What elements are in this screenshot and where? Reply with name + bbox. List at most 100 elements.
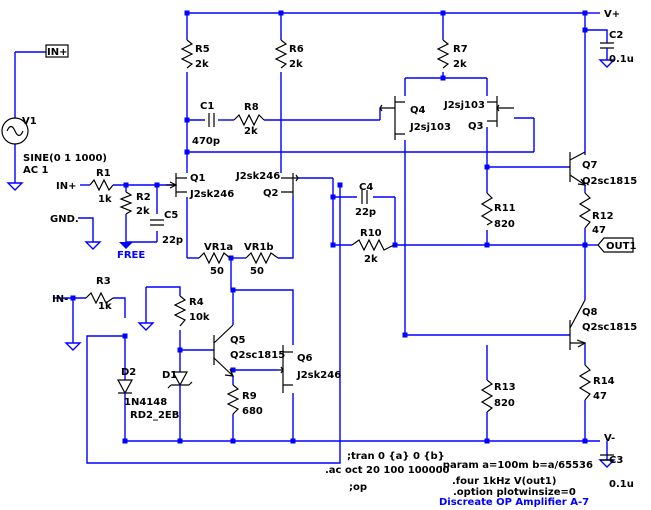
junction-dot xyxy=(228,255,234,261)
C1-label: C1 xyxy=(200,101,214,112)
schematic-title: Discreate OP Amplifier A-7 xyxy=(439,497,589,508)
R3-value: 1k xyxy=(98,301,112,312)
directive-tran: ;tran 0 {a} 0 {b} xyxy=(347,451,445,462)
R14-body xyxy=(578,364,592,401)
Q4-label: Q4 xyxy=(410,105,426,116)
C3-label: C3 xyxy=(609,455,623,466)
R12-label: R12 xyxy=(592,211,614,222)
Q6-model: J2sk246 xyxy=(296,370,341,381)
R5-label: R5 xyxy=(195,44,210,55)
C5-value: 22p xyxy=(162,235,183,246)
VR1b-label: VR1b xyxy=(244,242,274,253)
R14-value: 47 xyxy=(593,391,607,402)
port-vplus: V+ xyxy=(604,9,620,20)
D2-model: 1N4148 xyxy=(124,397,167,408)
Q2-model: J2sk246 xyxy=(235,171,280,182)
Q1-model: J2sk246 xyxy=(189,189,234,200)
Q6-label: Q6 xyxy=(297,353,313,364)
R6-label: R6 xyxy=(289,44,304,55)
junction-dot xyxy=(582,242,588,248)
labels: IN+ IN+ IN- GND. FREE V+ V- OUT1 V1 SINE… xyxy=(22,9,637,508)
junction-dot xyxy=(184,117,190,123)
R11-label: R11 xyxy=(494,203,516,214)
Q2-label: Q2 xyxy=(263,188,279,199)
R1-value: 1k xyxy=(98,194,112,205)
ground-symbols xyxy=(6,59,616,468)
R1-body xyxy=(89,178,114,192)
directive-param: .param a=100m b=a/65536 xyxy=(439,460,593,471)
C5-label: C5 xyxy=(164,210,178,221)
junction-dot xyxy=(177,438,183,444)
C4-label: C4 xyxy=(359,182,373,193)
Q4-model: J2sj103 xyxy=(409,122,451,133)
junction-dots xyxy=(70,10,588,444)
R6-body xyxy=(274,39,288,69)
R9-label: R9 xyxy=(242,391,257,402)
R10-body xyxy=(351,238,395,252)
R10-value: 2k xyxy=(364,254,378,265)
junction-dot xyxy=(278,10,284,16)
Q3-label: Q3 xyxy=(468,121,484,132)
junction-dot xyxy=(330,242,336,248)
junction-dot xyxy=(484,242,490,248)
R4-label: R4 xyxy=(189,297,204,308)
port-out1: OUT1 xyxy=(606,241,636,252)
R10-label: R10 xyxy=(360,228,382,239)
port-vminus: V- xyxy=(604,433,615,444)
R13-label: R13 xyxy=(494,382,516,393)
R9-body xyxy=(226,384,240,415)
R5-body xyxy=(180,39,194,69)
Q1-label: Q1 xyxy=(190,173,206,184)
R13-value: 820 xyxy=(494,398,515,409)
junction-dot xyxy=(337,182,343,188)
port-free: FREE xyxy=(117,250,145,261)
R4-body xyxy=(173,295,187,327)
C3-value: 0.1u xyxy=(609,479,634,490)
directive-four: .four 1kHz V(out1) xyxy=(452,476,556,487)
junction-dot xyxy=(122,333,128,339)
R14-label: R14 xyxy=(593,376,615,387)
Q5-model: Q2sc1815 xyxy=(230,350,285,361)
VR1a-label: VR1a xyxy=(204,242,233,253)
resistors xyxy=(85,39,592,415)
port-gnd: GND. xyxy=(50,214,79,225)
v1-source xyxy=(1,117,29,145)
R9-value: 680 xyxy=(242,406,263,417)
junction-dot xyxy=(154,182,160,188)
R11-value: 820 xyxy=(494,219,515,230)
junction-dot xyxy=(330,194,336,200)
directive-option: .option plotwinsize=0 xyxy=(453,487,576,498)
R2-label: R2 xyxy=(136,192,151,203)
R7-label: R7 xyxy=(453,44,468,55)
junction-dot xyxy=(177,347,183,353)
VR1a-body xyxy=(198,251,231,265)
directive-op: ;op xyxy=(349,482,367,493)
junction-dot xyxy=(484,164,490,170)
transistors xyxy=(166,96,587,393)
R7-body xyxy=(436,39,450,69)
junction-dot xyxy=(122,438,128,444)
junction-dot xyxy=(440,75,446,81)
junction-dot xyxy=(392,242,398,248)
junction-dot xyxy=(440,10,446,16)
junction-dot xyxy=(582,27,588,33)
C1-value: 470p xyxy=(192,136,220,147)
Q7-model: Q2sc1815 xyxy=(582,176,637,187)
R13-body xyxy=(480,379,494,413)
Q3-model: J2sj103 xyxy=(443,100,485,111)
junction-dot xyxy=(582,10,588,16)
C2-value: 0.1u xyxy=(609,54,634,65)
junction-dot xyxy=(230,287,236,293)
R7-value: 2k xyxy=(453,59,467,70)
D1-label: D1 xyxy=(162,370,177,381)
port-in-minus: IN- xyxy=(52,294,68,305)
v1-label: V1 xyxy=(22,116,37,127)
junction-dot xyxy=(184,10,190,16)
R5-value: 2k xyxy=(195,59,209,70)
Q5-label: Q5 xyxy=(230,335,246,346)
directive-ac: .ac oct 20 100 100000 xyxy=(325,465,450,476)
junction-dot xyxy=(230,438,236,444)
junction-dot xyxy=(70,295,76,301)
VR1b-body xyxy=(245,251,279,265)
wires xyxy=(14,12,608,464)
